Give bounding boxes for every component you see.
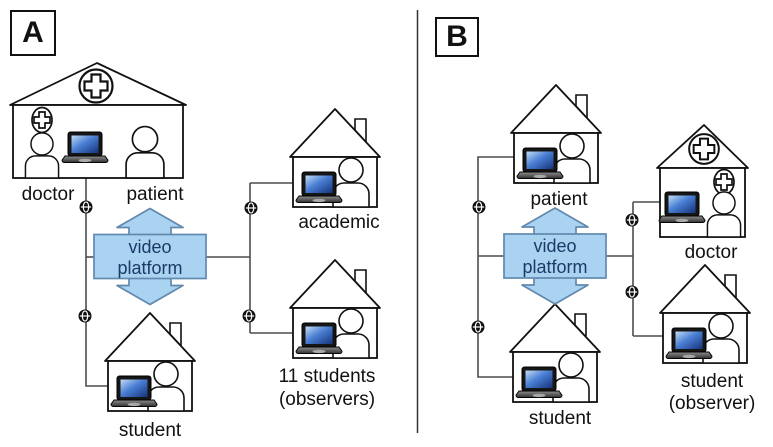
laptop-icon (658, 191, 706, 224)
clinic-house-a (9, 62, 187, 179)
student-house-b (510, 304, 600, 402)
student-house-a (105, 313, 195, 411)
student-label-a: student (118, 420, 182, 441)
panel-a-tag: A (10, 10, 56, 56)
video-platform-a-label: video platform (94, 237, 206, 279)
student-label-b: student (528, 408, 592, 429)
medical-cross-badge-icon (31, 106, 53, 134)
platform-a-label-line2: platform (117, 258, 183, 278)
globe-icon (472, 200, 486, 214)
globe-icon (625, 213, 639, 227)
video-platform-b (503, 207, 607, 305)
patient-house-b (511, 85, 601, 183)
medical-cross-circle-icon (78, 68, 114, 104)
observer-label-line1: student (680, 371, 744, 392)
globe-icon (78, 309, 92, 323)
video-platform-a (93, 207, 207, 306)
observers-label-line2: (observers) (278, 389, 376, 410)
observer-house-b (660, 265, 750, 363)
globe-icon (244, 201, 258, 215)
doctor-label-a: doctor (21, 184, 75, 205)
academic-label: academic (298, 212, 380, 233)
patient-label-b: patient (530, 189, 588, 210)
platform-a-label-line1: video (128, 237, 172, 257)
platform-b-label-line2: platform (522, 257, 588, 277)
doctor-house-b (656, 124, 749, 238)
patient-label-a: patient (126, 184, 184, 205)
globe-icon (471, 320, 485, 334)
medical-cross-circle-icon (688, 133, 720, 165)
globe-icon (79, 200, 93, 214)
panel-b-tag-letter: B (446, 20, 468, 53)
globe-icon (625, 285, 639, 299)
panel-a-tag-letter: A (22, 16, 44, 49)
doctor-label-b: doctor (684, 242, 738, 263)
observer-label-line2: (observer) (668, 393, 756, 414)
video-platform-b-label: video platform (504, 236, 606, 278)
globe-icon (242, 309, 256, 323)
observers-label-line1: 11 students (278, 366, 376, 387)
academic-house (290, 109, 380, 207)
panel-b-tag: B (435, 17, 479, 57)
medical-cross-badge-icon (713, 168, 735, 196)
platform-b-label-line1: video (533, 236, 577, 256)
observers-house (290, 260, 380, 358)
laptop-icon (61, 131, 109, 164)
